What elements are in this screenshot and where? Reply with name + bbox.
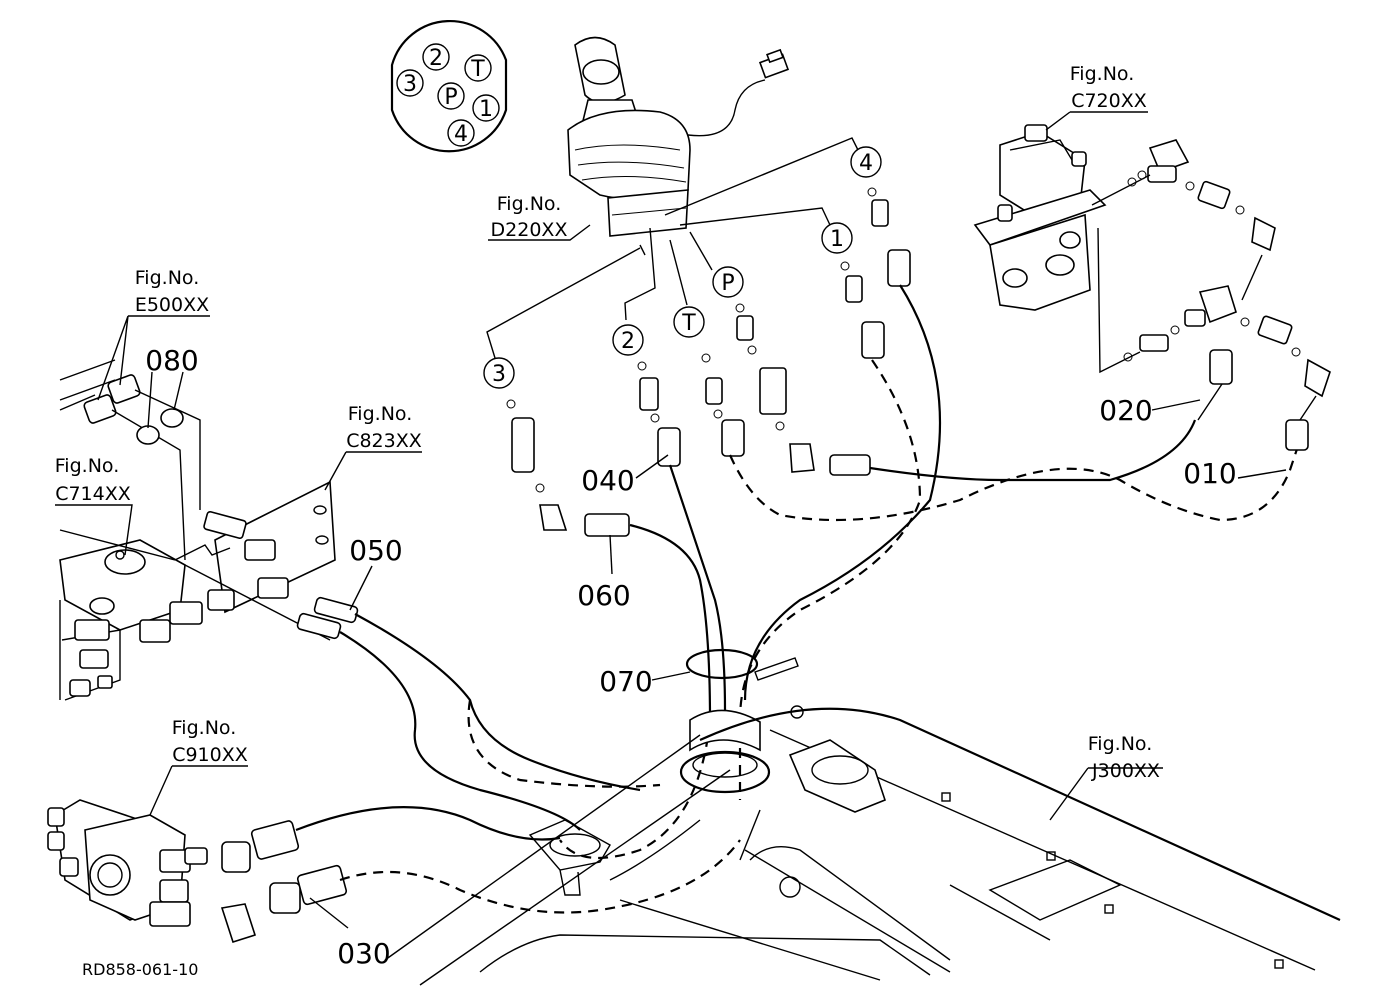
leader-lines xyxy=(55,111,1287,929)
pin-layout-diagram: 3 2 T P 1 4 xyxy=(390,20,508,153)
part-030-label: 030 xyxy=(337,937,390,970)
fig-c714-title: Fig.No. xyxy=(55,455,119,477)
port-callouts: 4 1 P T 2 3 xyxy=(483,146,882,389)
figure-references: Fig.No. D220XX Fig.No. E500XX Fig.No. C7… xyxy=(55,63,1160,782)
pin-1-label: 1 xyxy=(479,97,493,122)
part-020-label: 020 xyxy=(1099,394,1152,427)
pin-4-label: 4 xyxy=(454,122,468,147)
fig-c823-title: Fig.No. xyxy=(348,403,412,425)
fig-d220-title: Fig.No. xyxy=(497,193,561,215)
drawing-code: RD858-061-10 xyxy=(82,960,198,979)
control-valve-c910 xyxy=(47,799,348,944)
port-4-callout: 4 xyxy=(859,151,873,176)
port-p-callout: P xyxy=(721,271,734,296)
port-t-callout: T xyxy=(681,311,696,336)
part-numbers: 080 050 040 060 070 030 020 010 xyxy=(145,344,1236,970)
part-080-label: 080 xyxy=(145,344,198,377)
pin-t-label: T xyxy=(470,57,485,82)
control-valve-c720 xyxy=(973,124,1331,451)
fig-e500-title: Fig.No. xyxy=(135,267,199,289)
port-3-callout: 3 xyxy=(492,362,506,387)
fig-j300-title: Fig.No. xyxy=(1088,733,1152,755)
fig-c910-code: C910XX xyxy=(172,744,248,766)
fig-d220-code: D220XX xyxy=(491,219,568,241)
hose-050 xyxy=(296,596,661,831)
fig-c910-title: Fig.No. xyxy=(172,717,236,739)
fig-c714-code: C714XX xyxy=(55,483,131,505)
fig-e500-code: E500XX xyxy=(135,294,209,316)
fig-c720-title: Fig.No. xyxy=(1070,63,1134,85)
fig-j300-code: J300XX xyxy=(1091,760,1160,782)
port-2-callout: 2 xyxy=(621,329,635,354)
part-050-label: 050 xyxy=(349,534,402,567)
left-valve-assembly xyxy=(59,359,336,701)
port-1-callout: 1 xyxy=(830,227,844,252)
fig-c720-code: C720XX xyxy=(1071,90,1147,112)
pilot-hoses xyxy=(559,284,1302,860)
fig-c823-code: C823XX xyxy=(346,430,422,452)
part-070-label: 070 xyxy=(599,665,652,698)
pin-2-label: 2 xyxy=(429,46,443,71)
pin-3-label: 3 xyxy=(403,72,417,97)
part-040-label: 040 xyxy=(581,464,634,497)
part-010-label: 010 xyxy=(1183,457,1236,490)
floor-plate xyxy=(384,705,1341,986)
port-fittings xyxy=(506,187,911,537)
pilot-valve-joystick xyxy=(567,36,790,237)
pin-p-label: P xyxy=(444,85,457,110)
part-060-label: 060 xyxy=(577,579,630,612)
